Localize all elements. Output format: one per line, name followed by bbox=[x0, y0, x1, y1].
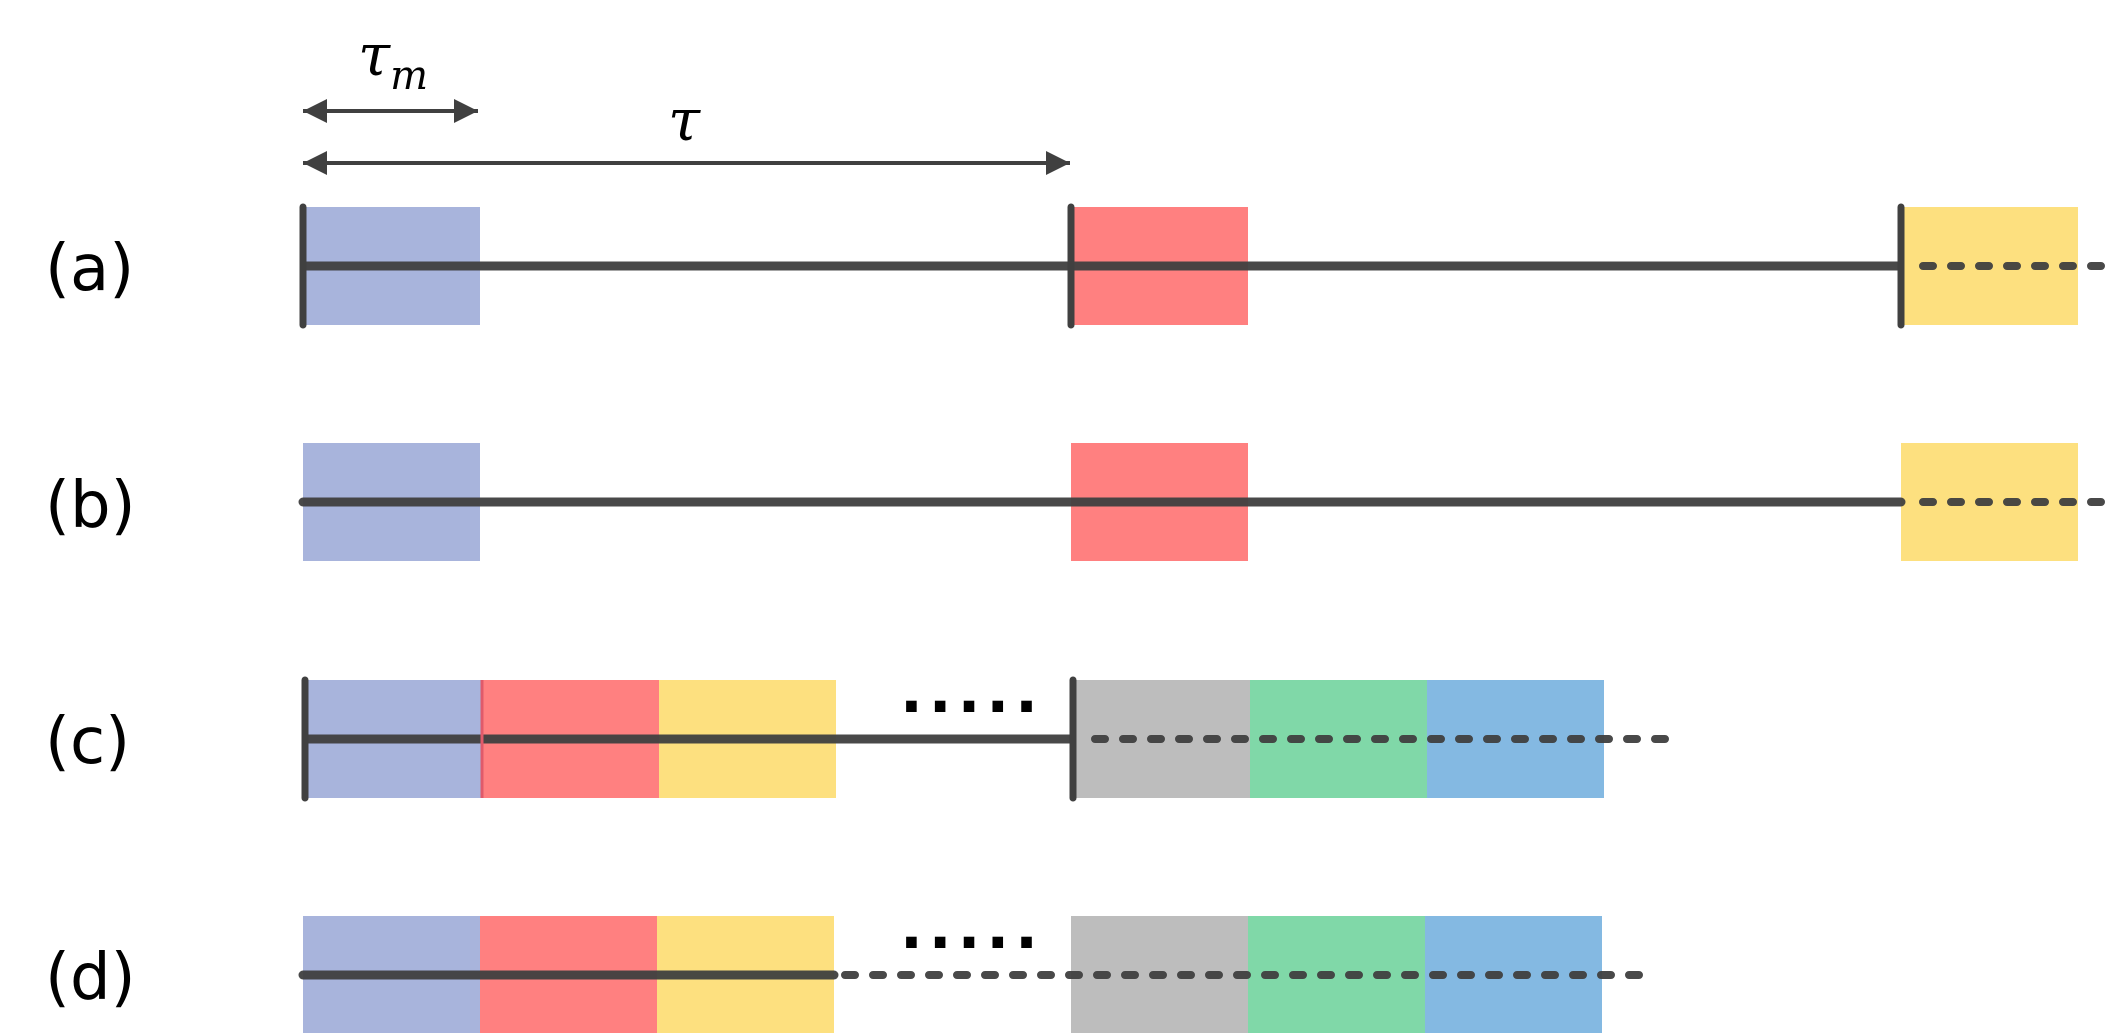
ellipsis: ..... bbox=[900, 657, 1044, 727]
row-label-d: (d) bbox=[45, 941, 136, 1015]
row-label-b: (b) bbox=[45, 469, 136, 543]
tau-m-annotation: τm bbox=[303, 21, 478, 123]
tau-label: τ bbox=[668, 86, 701, 154]
row-label-a: (a) bbox=[45, 232, 134, 306]
row-c: (c) ..... bbox=[45, 657, 1669, 802]
row-label-c: (c) bbox=[45, 705, 130, 779]
row-a: (a) bbox=[45, 203, 2109, 329]
row-d: (d) ..... bbox=[45, 893, 1649, 1033]
ellipsis: ..... bbox=[900, 893, 1044, 963]
tau-m-label: τm bbox=[358, 21, 428, 99]
row-b: (b) bbox=[45, 443, 2109, 561]
block-green bbox=[1250, 680, 1427, 798]
tau-annotation: τ bbox=[303, 86, 1070, 175]
